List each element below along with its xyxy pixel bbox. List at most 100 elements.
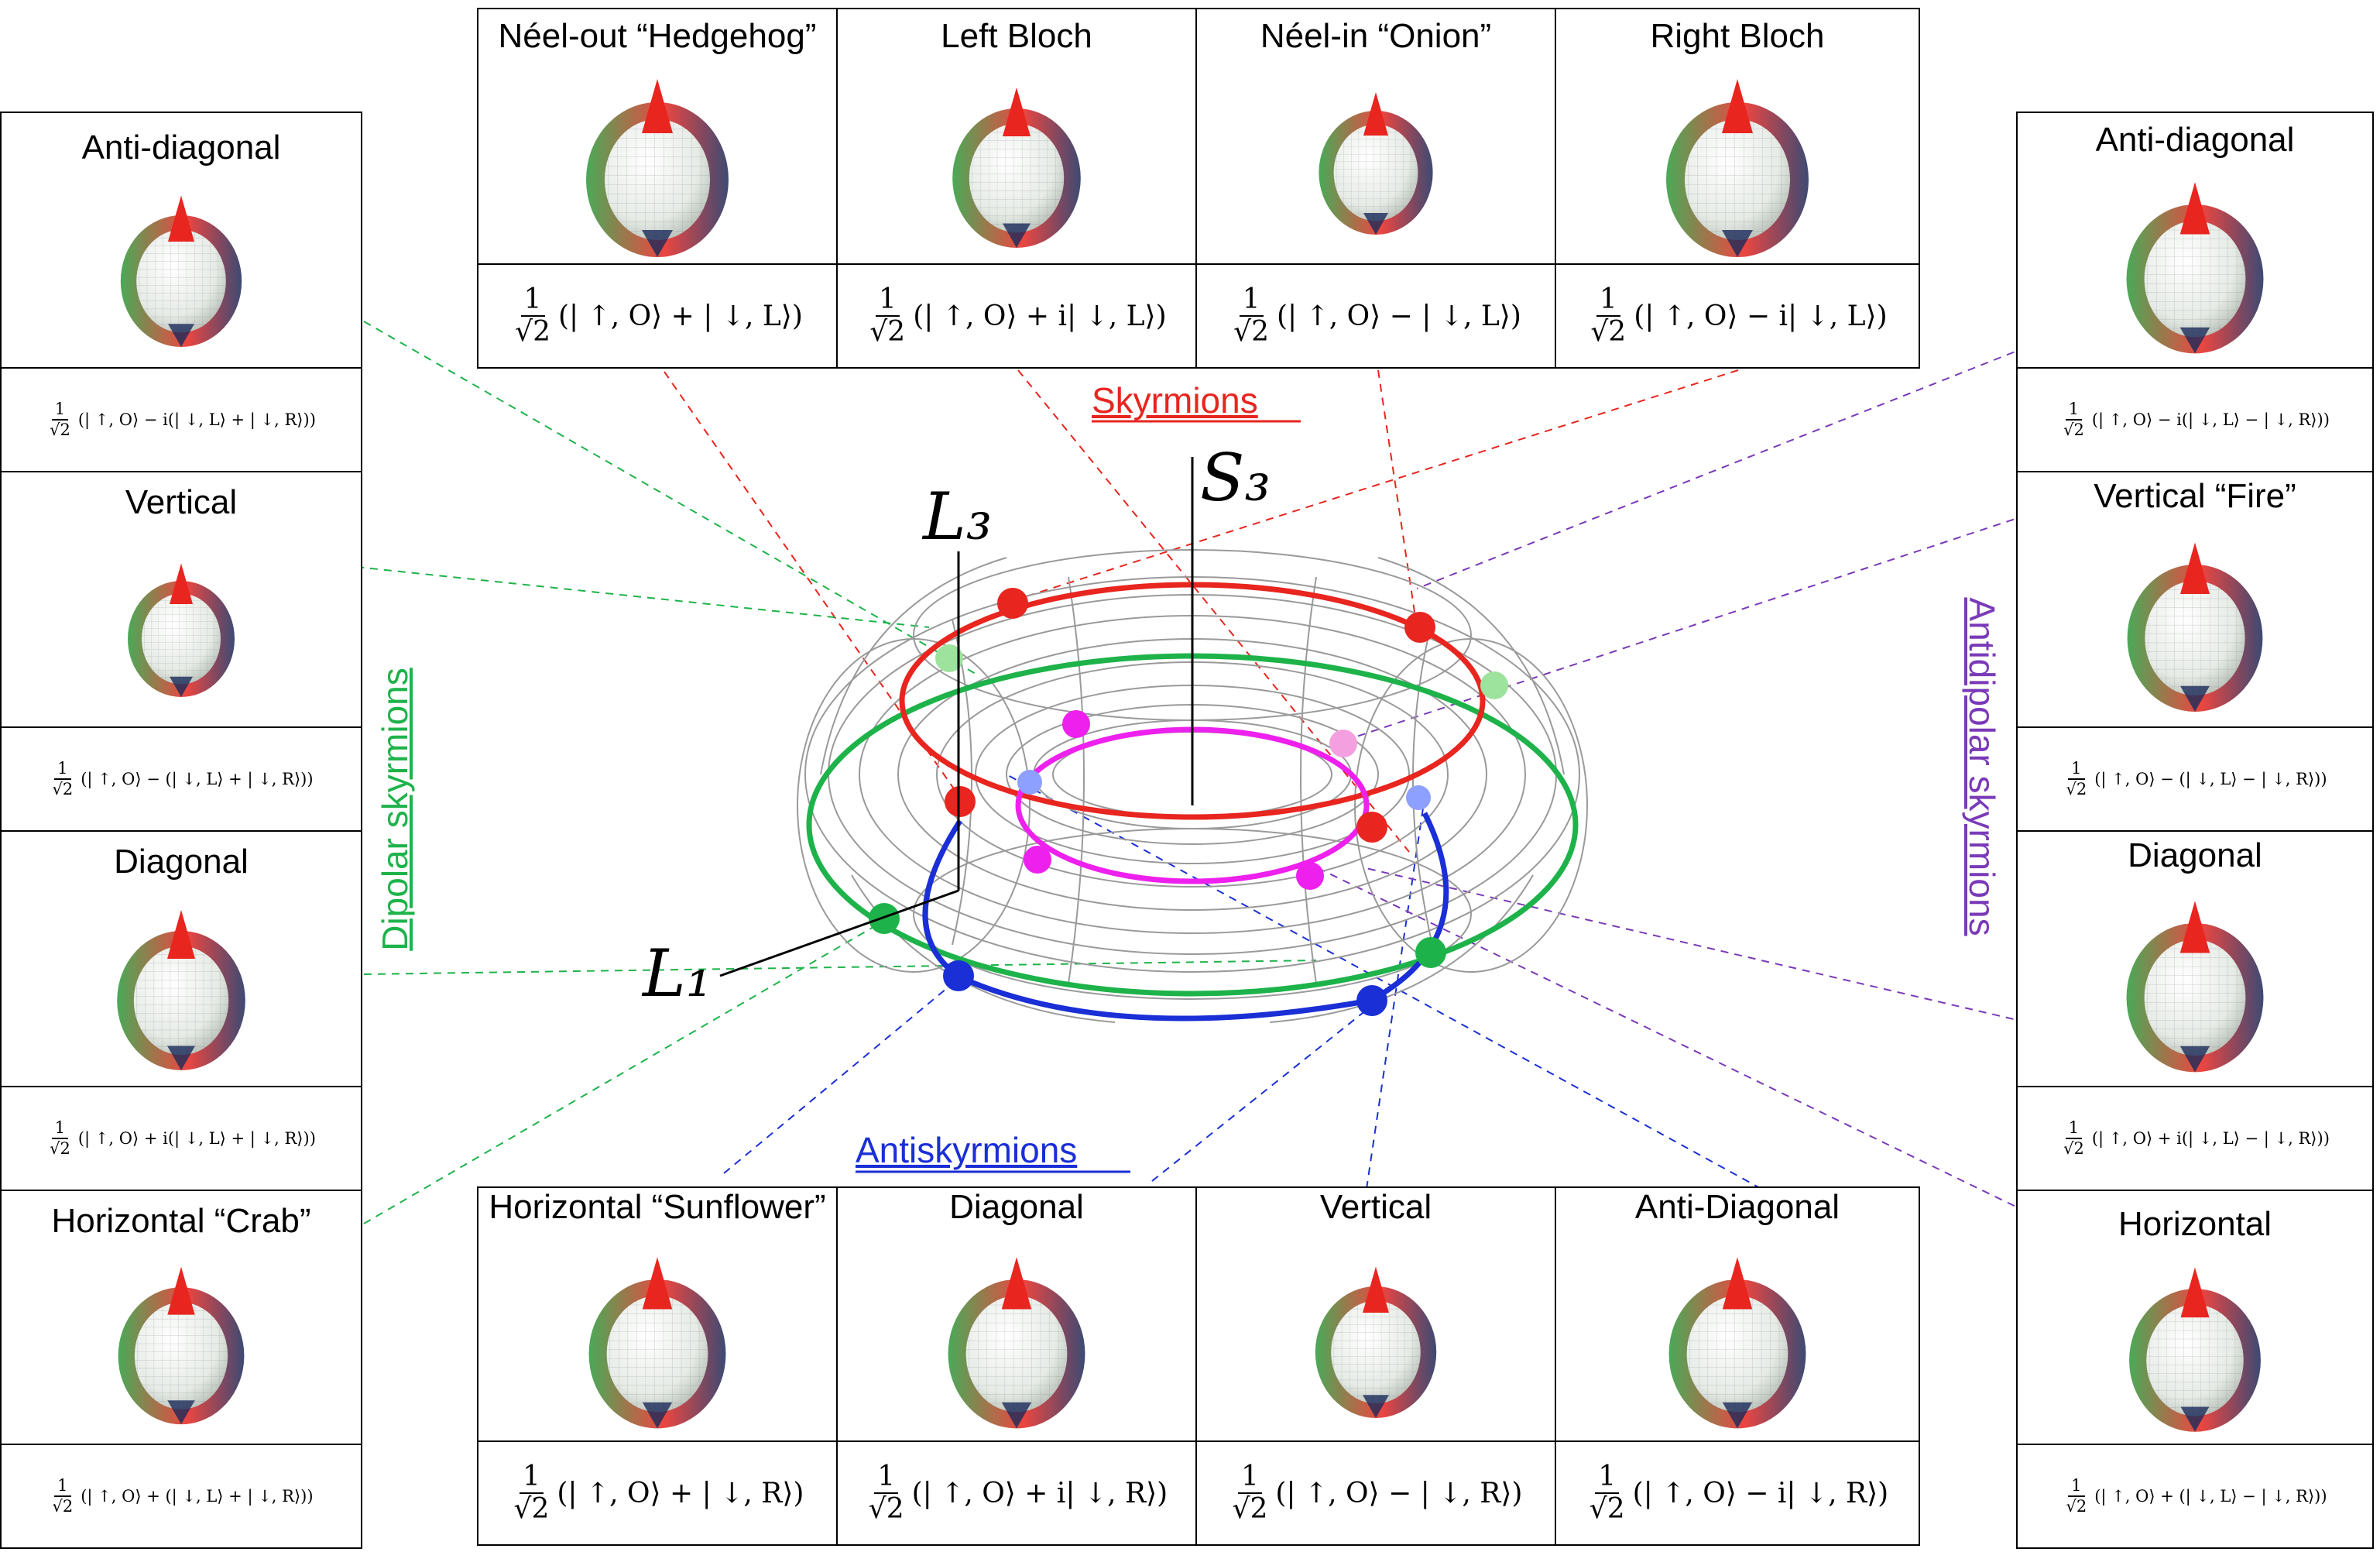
skyrmions-label: Skyrmions: [1092, 380, 1258, 421]
panel-title: Vertical “Fire”: [2094, 477, 2296, 515]
panel-title: Vertical: [1319, 1188, 1432, 1226]
blue-ring: [922, 812, 1449, 1022]
dot-magenta: [1024, 846, 1051, 874]
leader-green-2: [355, 566, 930, 628]
leader-purple-4: [1308, 863, 2028, 1213]
right-bloch-texture-icon: [1660, 64, 1815, 265]
axes: [719, 457, 1194, 977]
panel-formula: 1√2 (| ↑, O⟩ + (| ↓, L⟩ − | ↓, R⟩)): [2018, 1444, 2372, 1547]
anti-diagonal-texture-icon: [2102, 167, 2288, 361]
panel-title: Anti-diagonal: [2095, 121, 2295, 159]
anti-diagonal-texture-icon: [115, 175, 247, 361]
dot-blue: [1017, 770, 1042, 795]
panel-bottom-sunflower: Horizontal “Sunflower” 1√2 (| ↑, O⟩ + | …: [477, 1186, 838, 1546]
hedgehog-texture-icon: [572, 64, 742, 265]
panel-bottom-vertical: Vertical 1√2 (| ↑, O⟩ − | ↓, R⟩): [1195, 1186, 1556, 1546]
dot-green: [869, 903, 900, 934]
panel-title: Anti-Diagonal: [1634, 1188, 1840, 1226]
panel-formula: 1√2 (| ↑, O⟩ − (| ↓, L⟩ − | ↓, R⟩)): [2018, 726, 2372, 830]
panel-left-crab: Horizontal “Crab” 1√2 (| ↑, O⟩ + (| ↓, L…: [0, 1190, 362, 1549]
panel-title: Right Bloch: [1650, 17, 1825, 55]
panel-formula: 1√2 (| ↑, O⟩ + (| ↓, L⟩ + | ↓, R⟩)): [2, 1444, 361, 1547]
leader-blue-4: [1006, 774, 1762, 1190]
panel-formula: 1√2 (| ↑, O⟩ + i| ↓, L⟩): [838, 263, 1195, 367]
leader-red-3: [1377, 369, 1418, 628]
l1-axis-label: L₁: [643, 936, 712, 1011]
s3-axis-label: S₃: [1200, 440, 1271, 516]
fire-texture-icon: [2121, 527, 2269, 720]
panel-title: Diagonal: [2128, 836, 2262, 874]
diagonal-texture-icon: [2110, 886, 2280, 1080]
dot-green: [1415, 937, 1446, 968]
panel-formula: 1√2 (| ↑, O⟩ + i(| ↓, L⟩ − | ↓, R⟩)): [2018, 1086, 2372, 1190]
leader-blue-2: [1151, 1006, 1371, 1182]
dot-green: [1480, 671, 1508, 699]
dot-red: [997, 588, 1028, 619]
vertical-texture-icon: [123, 534, 239, 720]
l3-axis-label: L₃: [923, 479, 993, 555]
horizontal-texture-icon: [2121, 1253, 2269, 1439]
panel-left-diagonal: Diagonal 1√2 (| ↑, O⟩ + i(| ↓, L⟩ + | ↓,…: [0, 830, 362, 1191]
panel-title: Diagonal: [949, 1188, 1084, 1226]
panel-title: Anti-diagonal: [81, 129, 281, 167]
panel-title: Horizontal “Crab”: [51, 1202, 311, 1240]
dot-magenta: [1296, 862, 1324, 890]
panel-top-onion: Néel-in “Onion” 1√2 (| ↑, O⟩ − | ↓, L⟩): [1195, 8, 1556, 369]
dot-blue: [1406, 785, 1431, 810]
leader-green-4: [363, 921, 883, 1224]
leader-red-2: [1017, 369, 1410, 853]
dipolar-skyrmions-label: Dipolar skyrmions: [375, 668, 415, 951]
dot-magenta: [1329, 730, 1357, 757]
dot-blue: [1356, 985, 1387, 1016]
left-bloch-texture-icon: [947, 64, 1086, 265]
anti-diagonal-texture-icon: [1660, 1242, 1815, 1436]
panel-bottom-diagonal: Diagonal 1√2 (| ↑, O⟩ + i| ↓, R⟩): [836, 1186, 1197, 1546]
panel-title: Horizontal “Sunflower”: [489, 1188, 826, 1226]
leader-purple-3: [1362, 867, 2028, 1023]
dot-magenta: [1062, 710, 1090, 738]
state-dots: [869, 588, 1508, 1016]
diagonal-texture-icon: [924, 1242, 1109, 1436]
panel-right-anti-diagonal: Anti-diagonal 1√2 (| ↑, O⟩ − i(| ↓, L⟩ −…: [2016, 112, 2374, 472]
dot-red: [1404, 612, 1435, 643]
crab-texture-icon: [73, 1253, 290, 1431]
panel-title: Left Bloch: [941, 17, 1092, 55]
panel-right-horizontal: Horizontal 1√2 (| ↑, O⟩ + (| ↓, L⟩ − | ↓…: [2016, 1190, 2374, 1549]
dot-red: [1356, 812, 1387, 843]
panel-top-right-bloch: Right Bloch 1√2 (| ↑, O⟩ − i| ↓, L⟩): [1555, 8, 1920, 369]
panel-top-hedgehog: Néel-out “Hedgehog” 1√2 (| ↑, O⟩ + | ↓, …: [477, 8, 838, 369]
panel-right-fire: Vertical “Fire” 1√2 (| ↑, O⟩ − (| ↓, L⟩ …: [2016, 471, 2374, 832]
panel-formula: 1√2 (| ↑, O⟩ − | ↓, L⟩): [1197, 263, 1555, 367]
leader-green-1: [363, 321, 976, 675]
leader-red-4: [1013, 369, 1739, 601]
sunflower-texture-icon: [557, 1242, 758, 1436]
leader-lines: [355, 321, 2028, 1224]
panel-formula: 1√2 (| ↑, O⟩ − i| ↓, L⟩): [1556, 263, 1919, 367]
panel-formula: 1√2 (| ↑, O⟩ − i| ↓, R⟩): [1556, 1440, 1919, 1544]
panel-title: Néel-out “Hedgehog”: [498, 17, 817, 55]
panel-title: Vertical: [125, 483, 238, 521]
leader-blue-1: [723, 977, 961, 1174]
diagonal-texture-icon: [111, 894, 251, 1080]
panel-formula: 1√2 (| ↑, O⟩ − i(| ↓, L⟩ − | ↓, R⟩)): [2018, 367, 2372, 471]
panel-title: Néel-in “Onion”: [1260, 17, 1492, 55]
panel-formula: 1√2 (| ↑, O⟩ − | ↓, R⟩): [1197, 1440, 1555, 1544]
antiskyrmions-label: Antiskyrmions: [856, 1130, 1078, 1170]
panel-top-left-bloch: Left Bloch 1√2 (| ↑, O⟩ + i| ↓, L⟩): [836, 8, 1197, 369]
panel-title: Horizontal: [2118, 1205, 2272, 1243]
antidipolar-skyrmions-label: Antidipolar skyrmions: [1962, 597, 2002, 936]
panel-left-anti-diagonal: Anti-diagonal 1√2 (| ↑, O⟩ − i(| ↓, L⟩ +…: [0, 112, 362, 472]
panel-bottom-anti-diagonal: Anti-Diagonal 1√2 (| ↑, O⟩ − i| ↓, R⟩): [1555, 1186, 1920, 1546]
panel-title: Diagonal: [114, 843, 249, 881]
dot-blue: [943, 960, 974, 991]
panel-formula: 1√2 (| ↑, O⟩ + | ↓, L⟩): [478, 263, 836, 367]
vertical-texture-icon: [1310, 1242, 1442, 1436]
panel-formula: 1√2 (| ↑, O⟩ + i| ↓, R⟩): [838, 1440, 1195, 1544]
dot-green: [935, 644, 963, 672]
panel-right-diagonal: Diagonal 1√2 (| ↑, O⟩ + i(| ↓, L⟩ − | ↓,…: [2016, 830, 2374, 1191]
panel-left-vertical: Vertical 1√2 (| ↑, O⟩ − (| ↓, L⟩ + | ↓, …: [0, 471, 362, 832]
dot-red: [945, 786, 976, 817]
leader-green-3: [363, 960, 1317, 975]
onion-texture-icon: [1314, 71, 1438, 249]
